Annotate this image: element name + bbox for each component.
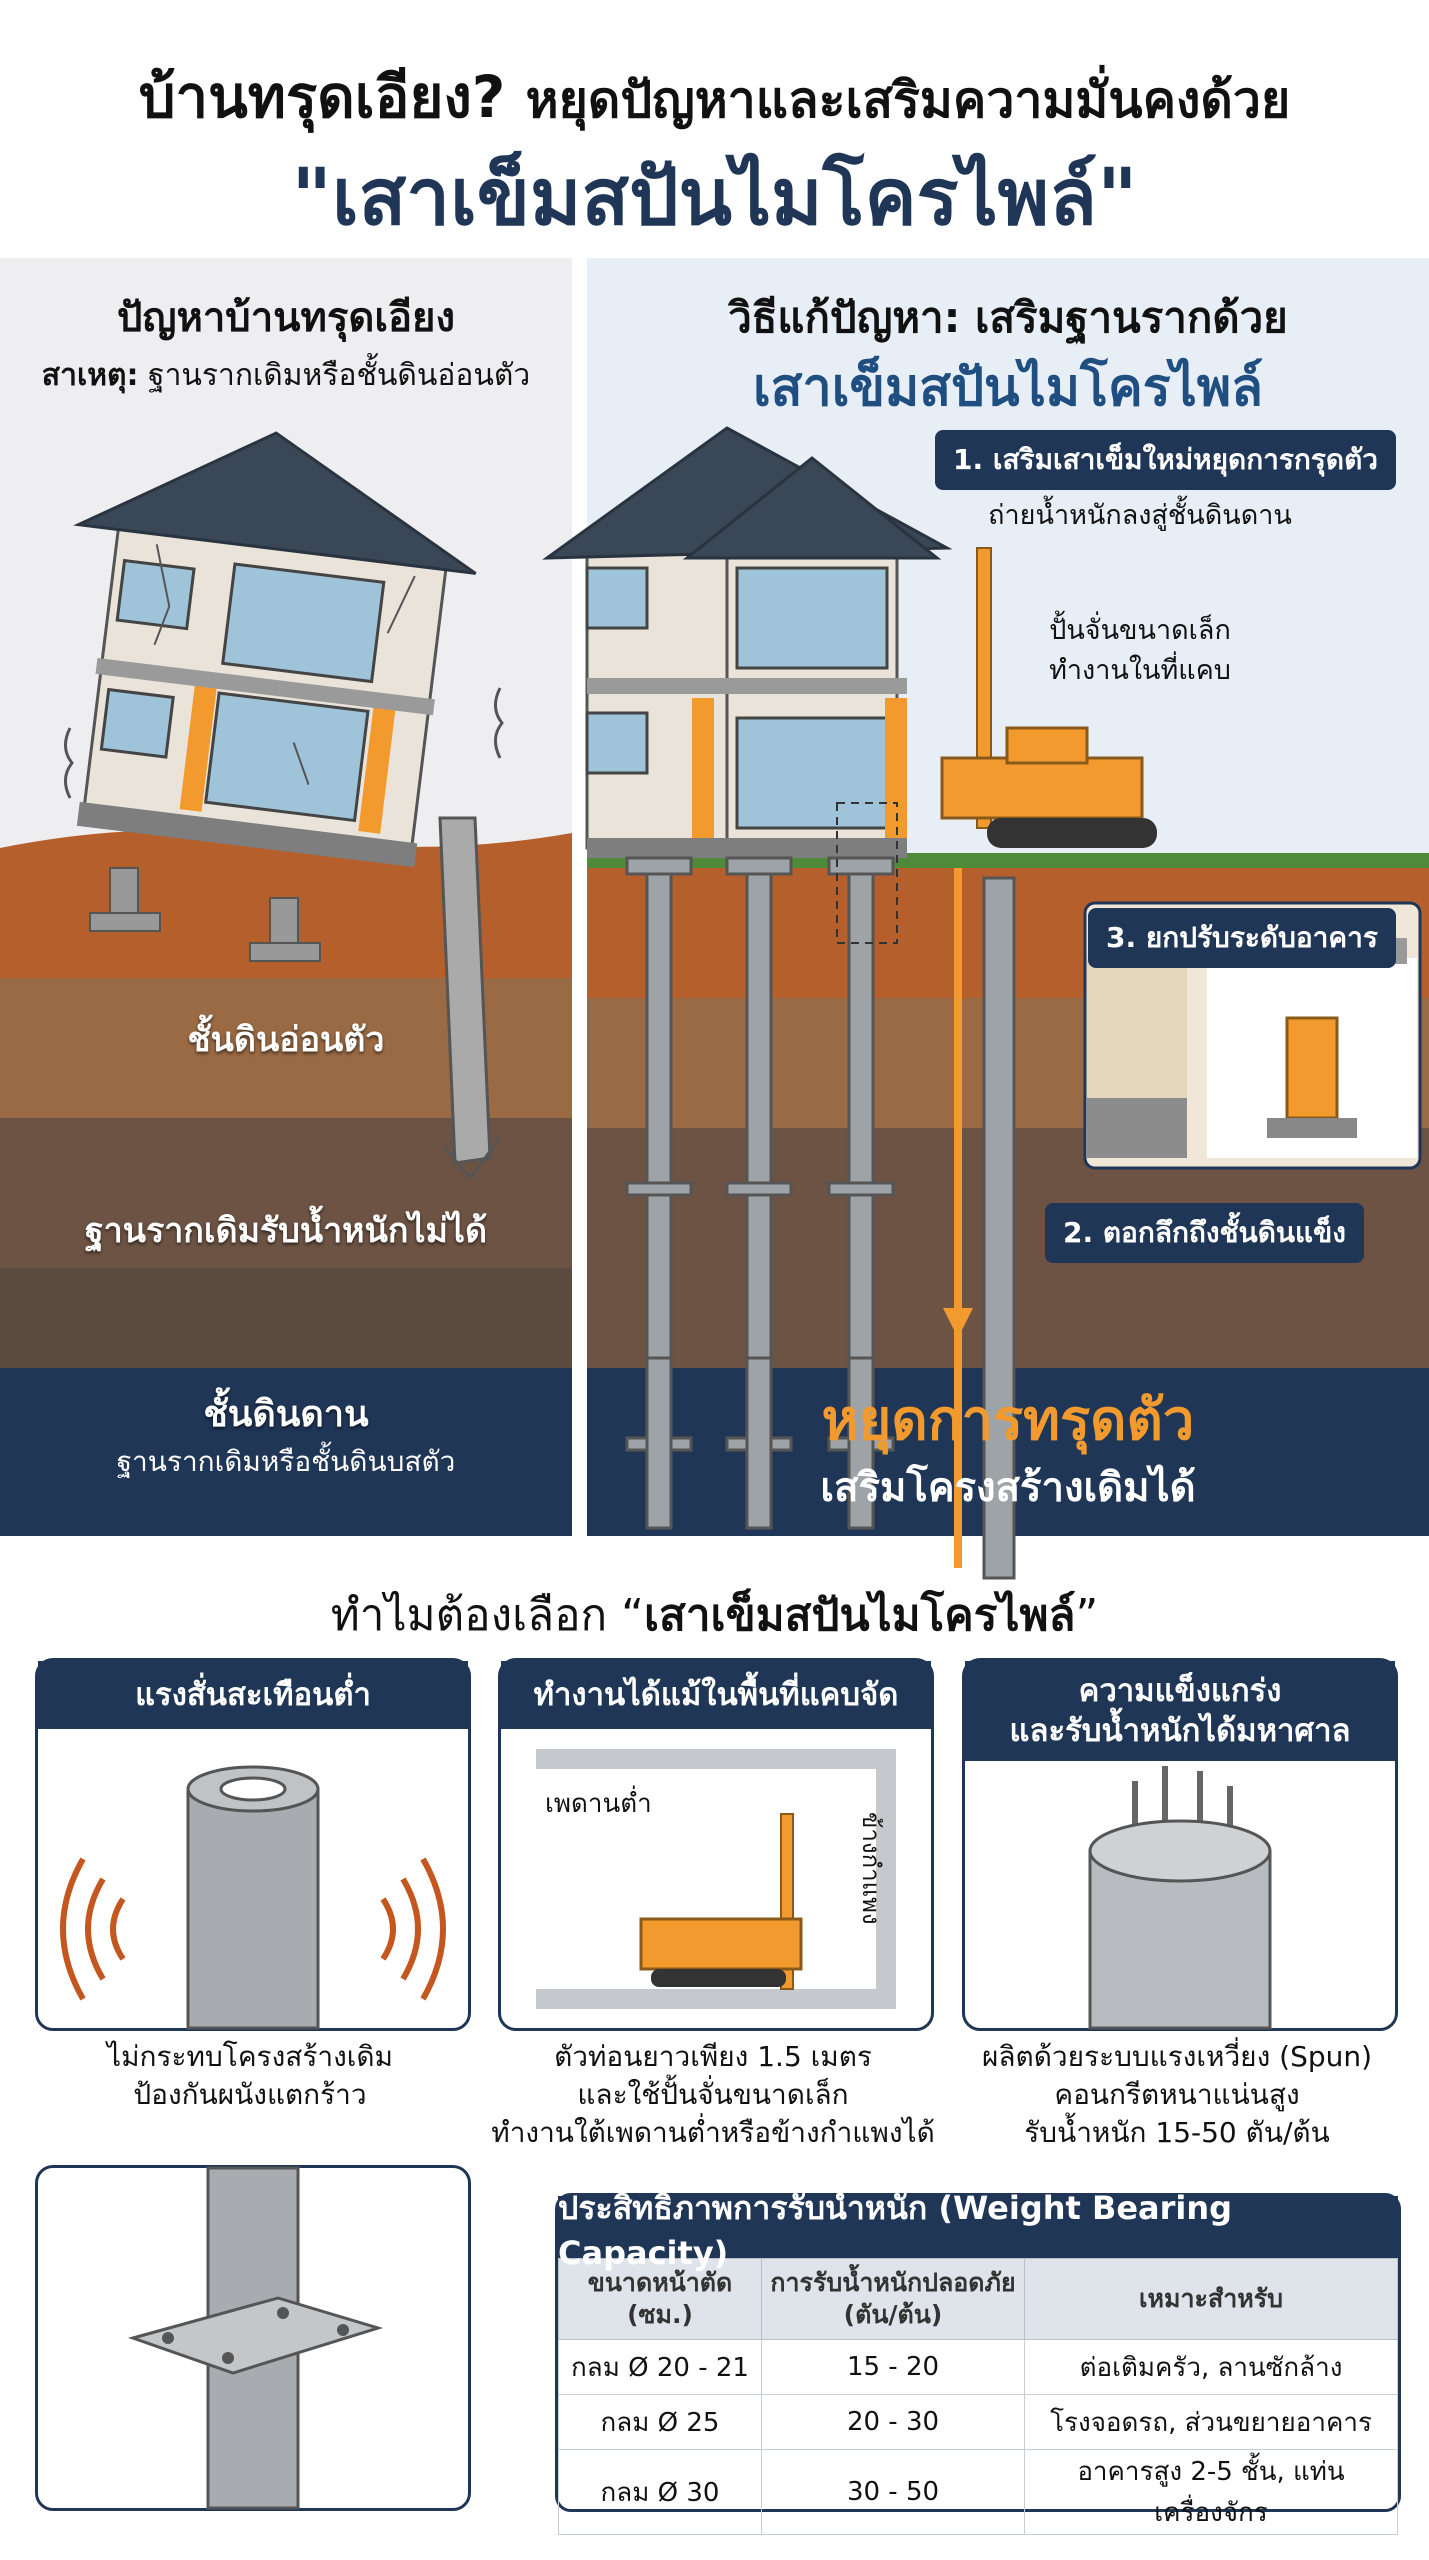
foundation-fail-label: ฐานรากเดิมรับน้ำหนักไม่ได้ <box>84 1211 488 1251</box>
solution-title: วิธีแก้ปัญหา: เสริมฐานรากด้วย <box>728 293 1288 342</box>
problem-panel <box>0 258 572 1536</box>
card3-caption-line3: รับน้ำหนัก 15-50 ตัน/ต้น <box>1024 2115 1330 2149</box>
problem-illustration <box>0 431 572 1536</box>
why-suffix: ” <box>1075 1590 1099 1641</box>
cause-label: สาเหตุ: <box>41 358 139 393</box>
card2-caption-line3: ทำงานใต้เพดานต่ำหรือข้างกำแพงได้ <box>491 2115 935 2149</box>
card2-caption: ตัวท่อนยาวเพียง 1.5 เมตร และใช้ปั้นจั่นข… <box>478 2038 948 2151</box>
card3-heading-line2: และรับน้ำหนักได้มหาศาล <box>1009 1713 1351 1749</box>
title-question: บ้านทรุดเอียง? <box>138 63 506 131</box>
cell-capacity: 15 - 20 <box>761 2339 1025 2395</box>
wall-label: ข้างกำแพง <box>857 1812 885 1925</box>
solution-title-product: เสาเข็มสปันไมโครไพล์ <box>753 358 1263 418</box>
step2-tag: 2. ตอกลึกถึงชั้นดินแข็ง <box>1045 1203 1364 1263</box>
card2-caption-line1: ตัวท่อนยาวเพียง 1.5 เมตร <box>554 2040 872 2073</box>
cell-suitable: ต่อเติมครัว, ลานซักล้าง <box>1024 2339 1398 2395</box>
problem-cause: สาเหตุ: ฐานรากเดิมหรือชั้นดินอ่อนตัว <box>0 352 572 399</box>
feature-card-low-vibration: แรงสั่นสะเทือนต่ำ <box>35 1658 471 2031</box>
cause-text: ฐานรากเดิมหรือชั้นดินอ่อนตัว <box>148 358 531 393</box>
pile-joint-icon <box>127 2166 384 2510</box>
why-highlight: เสาเข็มสปันไมโครไพล์ <box>643 1590 1076 1641</box>
pile-joint-illustration <box>35 2165 471 2511</box>
capacity-table: ประสิทธิภาพการรับน้ำหนัก (Weight Bearing… <box>555 2189 1401 2535</box>
cell-capacity: 30 - 50 <box>761 2449 1025 2535</box>
step1-tag: 1. เสริมเสาเข็มใหม่หยุดการกรุดตัว <box>935 430 1397 490</box>
why-heading: ทำไมต้องเลือก “เสาเข็มสปันไมโครไพล์” <box>0 1580 1429 1650</box>
table-row: กลม Ø 20 - 21 15 - 20 ต่อเติมครัว, ลานซั… <box>558 2339 1398 2395</box>
solution-illustration <box>542 426 1429 1580</box>
table-row: กลม Ø 30 30 - 50 อาคารสูง 2-5 ชั้น, แท่น… <box>558 2449 1398 2535</box>
result-headline: หยุดการทรุดตัว <box>821 1388 1195 1453</box>
card3-caption: ผลิตด้วยระบบแรงเหวี่ยง (Spun) คอนกรีตหนา… <box>942 2038 1412 2151</box>
card1-caption-line1: ไม่กระทบโครงสร้างเดิม <box>106 2040 393 2073</box>
capacity-table-grid: ขนาดหน้าตัด (ซม.) การรับน้ำหนักปลอดภัย (… <box>558 2258 1398 2535</box>
problem-title: ปัญหาบ้านทรุดเอียง <box>117 295 455 341</box>
card1-caption: ไม่กระทบโครงสร้างเดิม ป้องกันผนังแตกร้าว <box>35 2038 465 2114</box>
card3-caption-line2: คอนกรีตหนาแน่นสูง <box>1054 2077 1300 2111</box>
table-header-row: ขนาดหน้าตัด (ซม.) การรับน้ำหนักปลอดภัย (… <box>558 2258 1398 2340</box>
cell-suitable: อาคารสูง 2-5 ชั้น, แท่นเครื่องจักร <box>1024 2449 1398 2535</box>
ceiling-label: เพดานต่ำ <box>545 1789 652 1819</box>
card2-caption-line2: และใช้ปั้นจั่นขนาดเล็ก <box>577 2077 849 2111</box>
table-title: ประสิทธิภาพการรับน้ำหนัก (Weight Bearing… <box>558 2189 1398 2272</box>
step3-tag: 3. ยกปรับระดับอาคาร <box>1088 908 1396 968</box>
title-subtitle: หยุดปัญหาและเสริมความมั่นคงด้วย <box>525 71 1291 129</box>
rig-note-line1: ปั้นจั่นขนาดเล็ก <box>1049 615 1231 646</box>
feature-card-strength: ความแข็งแกร่ง และรับน้ำหนักได้มหาศาล <box>962 1658 1398 2031</box>
card-heading: ทำงานได้แม้ในพื้นที่แคบจัด <box>501 1661 931 1729</box>
header-size: ขนาดหน้าตัด (ซม.) <box>558 2258 762 2340</box>
cell-size: กลม Ø 25 <box>558 2394 762 2450</box>
hard-soil-note: ฐานรากเดิมหรือชั้นดินบสตัว <box>116 1445 456 1478</box>
card3-heading-line1: ความแข็งแกร่ง <box>1078 1672 1282 1709</box>
card-heading: ความแข็งแกร่ง และรับน้ำหนักได้มหาศาล <box>965 1661 1395 1761</box>
card-heading: แรงสั่นสะเทือนต่ำ <box>38 1661 468 1729</box>
page-title-product: "เสาเข็มสปันไมโครไพล์" <box>291 153 1138 243</box>
card1-caption-line2: ป้องกันผนังแตกร้าว <box>133 2077 367 2111</box>
step1-note: ถ่ายน้ำหนักลงสู่ชั้นดินดาน <box>988 500 1292 531</box>
concrete-pile-icon <box>1088 1766 1272 2030</box>
page-title: บ้านทรุดเอียง? หยุดปัญหาและเสริมความมั่น… <box>0 50 1429 143</box>
feature-card-narrow-space: ทำงานได้แม้ในพื้นที่แคบจัด <box>498 1658 934 2031</box>
hard-soil-label: ชั้นดินดาน <box>203 1394 369 1435</box>
cell-size: กลม Ø 20 - 21 <box>558 2339 762 2395</box>
result-subline: เสริมโครงสร้างเดิมได้ <box>820 1465 1196 1511</box>
soft-soil-label: ชั้นดินอ่อนตัว <box>187 1020 385 1060</box>
vibration-pile-icon <box>60 1765 446 2030</box>
cell-capacity: 20 - 30 <box>761 2394 1025 2450</box>
cell-size: กลม Ø 30 <box>558 2449 762 2535</box>
rig-note-line2: ทำงานในที่แคบ <box>1049 655 1231 686</box>
cell-suitable: โรงจอดรถ, ส่วนขยายอาคาร <box>1024 2394 1398 2450</box>
narrow-space-rig-icon <box>536 1749 896 2009</box>
table-row: กลม Ø 25 20 - 30 โรงจอดรถ, ส่วนขยายอาคาร <box>558 2394 1398 2450</box>
why-prefix: ทำไมต้องเลือก “ <box>330 1590 644 1641</box>
header-suitable: เหมาะสำหรับ <box>1024 2258 1398 2340</box>
header-capacity: การรับน้ำหนักปลอดภัย (ตัน/ต้น) <box>761 2258 1025 2340</box>
card3-caption-line1: ผลิตด้วยระบบแรงเหวี่ยง (Spun) <box>981 2040 1373 2073</box>
